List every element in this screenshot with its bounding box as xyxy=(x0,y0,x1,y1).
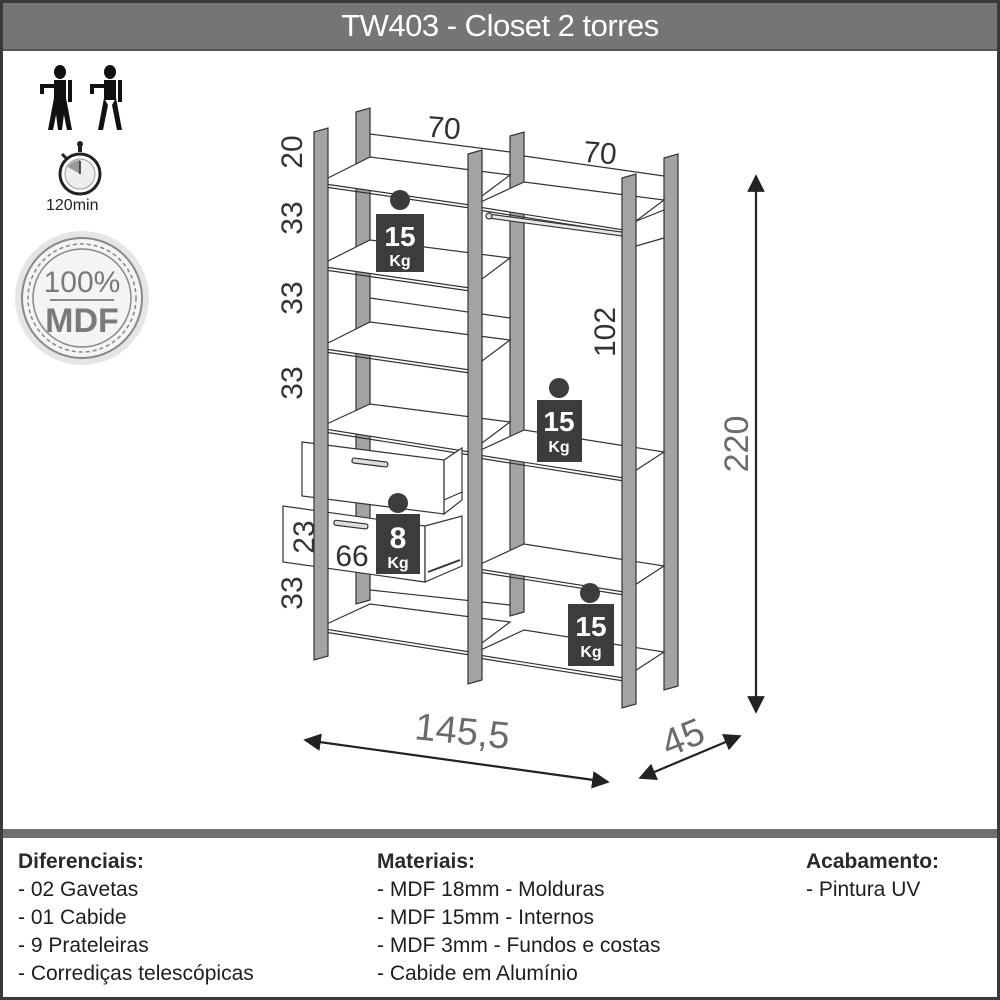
dim-drawer-width: 66 xyxy=(335,540,368,573)
width-arrow xyxy=(303,733,610,789)
diferenciais-item: - 01 Cabide xyxy=(18,906,127,929)
depth-arrow xyxy=(638,734,742,780)
materiais-item: - MDF 18mm - Molduras xyxy=(377,878,605,901)
dim-drawer-height: 23 xyxy=(288,520,321,553)
materiais-item: - MDF 15mm - Internos xyxy=(377,906,595,929)
svg-text:8: 8 xyxy=(390,522,407,555)
svg-text:15: 15 xyxy=(543,406,574,437)
page-title: TW403 - Closet 2 torres xyxy=(341,8,659,43)
dim-shelf-gap-2: 33 xyxy=(276,281,309,314)
svg-text:15: 15 xyxy=(575,611,606,642)
dim-hanging-height: 102 xyxy=(589,307,622,357)
closet-diagram: 15 Kg 15 Kg 8 Kg 15 Kg 70 70 20 33 33 33… xyxy=(276,107,765,789)
dim-shelf-gap-1: 33 xyxy=(276,201,309,234)
weight-tag-drawer: 8 Kg xyxy=(376,493,420,574)
acabamento-heading: Acabamento: xyxy=(806,850,940,873)
stopwatch-icon xyxy=(58,141,102,196)
mdf-seal-label: MDF xyxy=(45,302,119,340)
diferenciais-item: - 9 Prateleiras xyxy=(18,934,149,957)
materiais-item: - MDF 3mm - Fundos e costas xyxy=(377,934,661,957)
diferenciais-item: - 02 Gavetas xyxy=(18,878,139,901)
drawers xyxy=(282,441,463,583)
weight-tag-right-lower: 15 Kg xyxy=(568,583,614,666)
diferenciais-item: - Corrediças telescópicas xyxy=(18,962,254,985)
materiais-heading: Materiais: xyxy=(377,850,476,873)
svg-text:Kg: Kg xyxy=(548,439,569,456)
svg-text:Kg: Kg xyxy=(387,555,408,572)
front-posts xyxy=(313,127,637,709)
dim-total-width: 145,5 xyxy=(413,706,512,758)
dim-shelf-gap-3: 33 xyxy=(276,366,309,399)
dim-total-height: 220 xyxy=(718,416,756,473)
two-people-assembly-icon xyxy=(40,65,122,130)
specs-acabamento: Acabamento: - Pintura UV xyxy=(806,848,939,904)
dim-top-gap: 20 xyxy=(276,135,309,168)
dim-left-tower-width: 70 xyxy=(426,111,462,147)
dim-shelf-gap-4: 33 xyxy=(276,576,309,609)
specs-materiais: Materiais: - MDF 18mm - Molduras - MDF 1… xyxy=(377,848,661,988)
diferenciais-heading: Diferenciais: xyxy=(18,850,145,873)
svg-text:Kg: Kg xyxy=(389,253,410,270)
section-divider xyxy=(3,829,997,838)
dim-right-tower-width: 70 xyxy=(582,136,618,172)
mdf-seal-icon: 100% MDF xyxy=(15,231,149,365)
svg-text:15: 15 xyxy=(384,221,415,252)
specs-diferenciais: Diferenciais: - 02 Gavetas - 01 Cabide -… xyxy=(18,848,254,988)
weight-tag-left-upper: 15 Kg xyxy=(376,190,424,272)
assembly-time-label: 120min xyxy=(46,197,99,214)
dim-depth: 45 xyxy=(656,711,711,766)
materiais-item: - Cabide em Alumínio xyxy=(377,962,578,985)
mdf-seal-percent: 100% xyxy=(44,266,121,299)
weight-tag-right-middle: 15 Kg xyxy=(537,378,582,462)
acabamento-item: - Pintura UV xyxy=(806,878,921,901)
assembly-info-panel: 120min 100% MDF xyxy=(10,60,160,370)
svg-text:Kg: Kg xyxy=(580,644,601,661)
title-bar: TW403 - Closet 2 torres xyxy=(3,3,997,51)
left-tower-shelves xyxy=(315,156,512,656)
